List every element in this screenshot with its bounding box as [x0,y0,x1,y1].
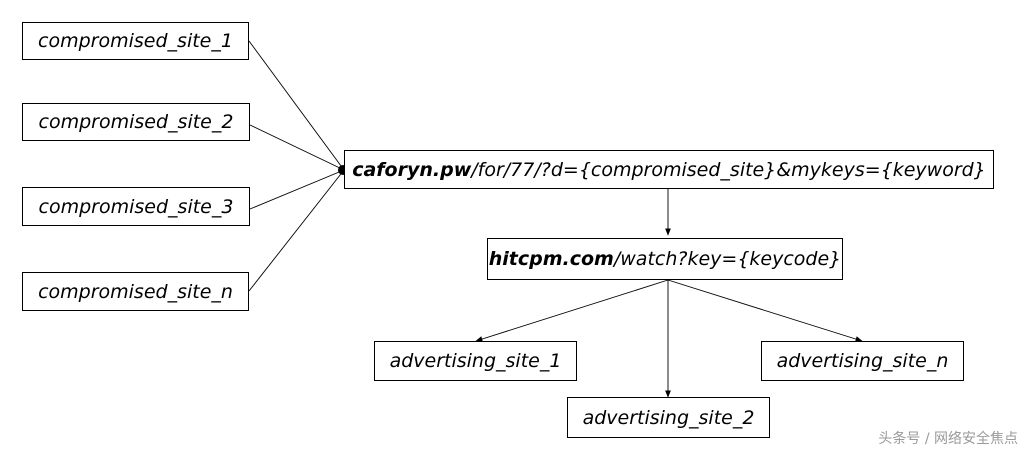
compromised-site-n-label: compromised_site_n [38,280,233,303]
connector-compromised-site-1 [248,40,345,171]
compromised-site-1-label: compromised_site_1 [38,30,233,52]
advertising-site-n-label: advertising_site_n [776,350,949,372]
ad-server-domain: hitcpm.com [488,248,614,270]
connector-compromised-site-n [248,169,345,292]
ad-server-url: hitcpm.com/watch?key={keycode} [489,248,842,270]
redirector-url: caforyn.pw/for/77/?d={compromised_site}&… [352,159,986,181]
compromised-site-2-box: compromised_site_2 [22,103,250,141]
advertising-site-2-label: advertising_site_2 [582,406,755,429]
watermark-text: 头条号 / 网络安全焦点 [878,431,1018,447]
compromised-site-3-label: compromised_site_3 [38,195,234,218]
ad-server-path: /watch?key={keycode} [613,248,842,270]
compromised-site-2-label: compromised_site_2 [38,111,234,133]
advertising-site-1-label: advertising_site_1 [389,350,562,372]
advertising-site-1-box: advertising_site_1 [374,341,577,381]
advertising-site-2-box: advertising_site_2 [567,397,770,438]
advertising-site-n-box: advertising_site_n [761,341,964,381]
connector-compromised-site-3 [249,169,345,210]
connector-adserver-to-advertising-site-1 [475,279,669,342]
compromised-site-1-box: compromised_site_1 [22,22,249,60]
redirector-path: /for/77/?d={compromised_site}&mykeys={ke… [471,158,986,181]
connector-adserver-to-advertising-site-n [667,279,863,342]
redirector-url-box: caforyn.pw/for/77/?d={compromised_site}&… [344,150,994,189]
ad-server-url-box: hitcpm.com/watch?key={keycode} [487,238,843,280]
connector-compromised-site-2 [249,124,345,171]
compromised-site-3-box: compromised_site_3 [22,187,250,226]
compromised-site-n-box: compromised_site_n [22,272,249,311]
redirector-domain: caforyn.pw [352,158,472,181]
